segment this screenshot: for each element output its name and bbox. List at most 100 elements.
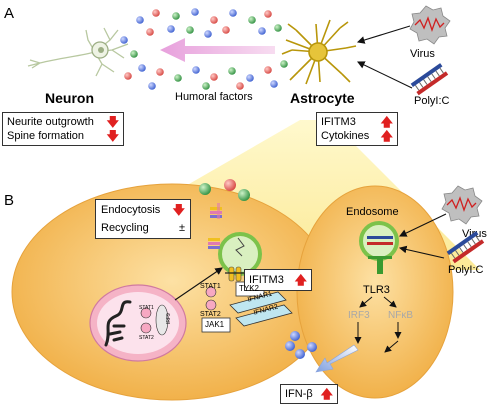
down-arrow-icon: 🡇: [106, 129, 119, 143]
virus-a-icon: [409, 5, 451, 45]
ifitm3-box: IFITM3 🡅: [244, 269, 312, 291]
astro-effect-row: Cytokines 🡅: [321, 129, 393, 143]
panel-a-label: A: [4, 5, 14, 22]
humoral-factor-dot: [120, 36, 128, 44]
ifnar2-box: [235, 304, 293, 327]
down-arrow-icon: 🡇: [172, 203, 185, 217]
neuron-effect-text: Neurite outgrowth: [7, 116, 94, 128]
polyic-b-label: PolyI:C: [448, 264, 484, 276]
endocytosis-box: Endocytosis 🡇 Recycling ±: [95, 199, 191, 239]
humoral-factor-dot: [228, 67, 236, 75]
humoral-factor-dot: [264, 66, 272, 74]
nucleus-stat1: STAT1: [139, 305, 154, 311]
recycling-row: Recycling ±: [101, 221, 185, 235]
stat2-label: STAT2: [200, 311, 221, 318]
ifnar1-box: [229, 291, 287, 314]
up-arrow-icon: 🡅: [380, 115, 393, 129]
nucleus-irf9: IRF9: [166, 313, 172, 324]
ifnb-row: IFN-β 🡅: [285, 387, 333, 401]
polyic-b-icon: [446, 231, 485, 264]
astro-effect-text: IFITM3: [321, 116, 356, 128]
irf3-label: IRF3: [348, 310, 370, 321]
up-arrow-icon: 🡅: [294, 273, 307, 287]
tyk2-label: TYK2: [239, 284, 260, 293]
neuron-effect-text: Spine formation: [7, 130, 85, 142]
astrocyte-illustration: [281, 19, 357, 85]
humoral-factor-dot: [192, 66, 200, 74]
up-arrow-icon: 🡅: [320, 387, 333, 401]
humoral-factor-dot: [186, 26, 194, 34]
humoral-factor-dot: [258, 27, 266, 35]
humoral-factor-dot: [210, 16, 218, 24]
signaling-arrows: [354, 296, 402, 353]
polyic-b-arrow: [398, 245, 445, 259]
up-arrow-icon: 🡅: [380, 129, 393, 143]
humoral-factor-dot: [204, 30, 212, 38]
endocytosed-receptor: [208, 238, 220, 249]
humoral-arrow: [160, 38, 275, 62]
astrocyte-cell-body: [296, 185, 454, 399]
humoral-factor-dot: [236, 82, 244, 90]
endocytosis-label: Endocytosis: [101, 204, 161, 216]
ifitm3-label: IFITM3: [249, 274, 284, 286]
humoral-factor-dot: [136, 16, 144, 24]
humoral-factor-dot: [202, 82, 210, 90]
nucleus: [89, 284, 187, 362]
humoral-factor-dot: [229, 9, 237, 17]
humoral-factor-dot: [246, 74, 254, 82]
neuron-effect-row: Neurite outgrowth 🡇: [7, 115, 119, 129]
secretion-arrow: [315, 344, 359, 373]
humoral-factor-dot: [156, 68, 164, 76]
endocytosis-row: Endocytosis 🡇: [101, 203, 185, 217]
humoral-factor-dot: [138, 64, 146, 72]
jak1-box: [201, 317, 231, 333]
astro-effect-row: IFITM3 🡅: [321, 115, 393, 129]
recycling-label: Recycling: [101, 222, 149, 234]
neuron-effects-box: Neurite outgrowth 🡇 Spine formation 🡇: [2, 112, 124, 146]
tlr3-label: TLR3: [363, 284, 390, 296]
polyic-a-label: PolyI:C: [414, 95, 450, 107]
polyic-a-icon: [410, 63, 449, 96]
humoral-factor-dot: [280, 60, 288, 68]
neuron-effect-row: Spine formation 🡇: [7, 129, 119, 143]
humoral-factor-dot: [248, 16, 256, 24]
humoral-factor-dot: [174, 74, 182, 82]
ifnb-box: IFN-β 🡅: [280, 384, 338, 404]
membrane-receptor: [210, 203, 222, 219]
astro-effect-text: Cytokines: [321, 130, 370, 142]
humoral-factor-dot: [274, 24, 282, 32]
humoral-factor-dot: [270, 80, 278, 88]
humoral-factor-dot: [191, 8, 199, 16]
humoral-factors-label: Humoral factors: [175, 91, 253, 103]
humoral-factor-dot: [210, 73, 218, 81]
ifnb-label: IFN-β: [285, 388, 313, 400]
stat1-small: [205, 286, 217, 311]
humoral-factor-dot: [146, 28, 154, 36]
astrocyte-title: Astrocyte: [290, 90, 355, 106]
virus-b-arrow: [399, 213, 447, 237]
stat1-label: STAT1: [200, 283, 221, 290]
ligand-dots-b: [199, 179, 250, 201]
humoral-factor-dot: [172, 12, 180, 20]
astrocyte-effects-box: IFITM3 🡅 Cytokines 🡅: [316, 112, 398, 146]
neuron-title: Neuron: [45, 90, 94, 106]
ifitm3-row: IFITM3 🡅: [249, 273, 307, 287]
nucleus-to-vesicle-arrow: [174, 267, 223, 301]
polyic-a-arrow: [357, 61, 413, 89]
virus-a-arrow: [356, 25, 411, 44]
jak1-label: JAK1: [205, 320, 225, 329]
humoral-factor-dot: [124, 72, 132, 80]
nucleus-stat2: STAT2: [139, 335, 154, 341]
nfkb-label: NFκB: [388, 310, 413, 321]
virus-a-label: Virus: [410, 48, 435, 60]
humoral-factor-dot: [148, 82, 156, 90]
humoral-factor-dot: [222, 26, 230, 34]
humoral-factor-dot: [264, 10, 272, 18]
endosome-vesicle: [359, 221, 399, 274]
recycling-sign: ±: [178, 222, 185, 234]
humoral-factor-dot: [152, 9, 160, 17]
endosome-label: Endosome: [346, 206, 399, 218]
humoral-factor-dot: [167, 25, 175, 33]
ifitm3-vesicle: [218, 232, 262, 282]
